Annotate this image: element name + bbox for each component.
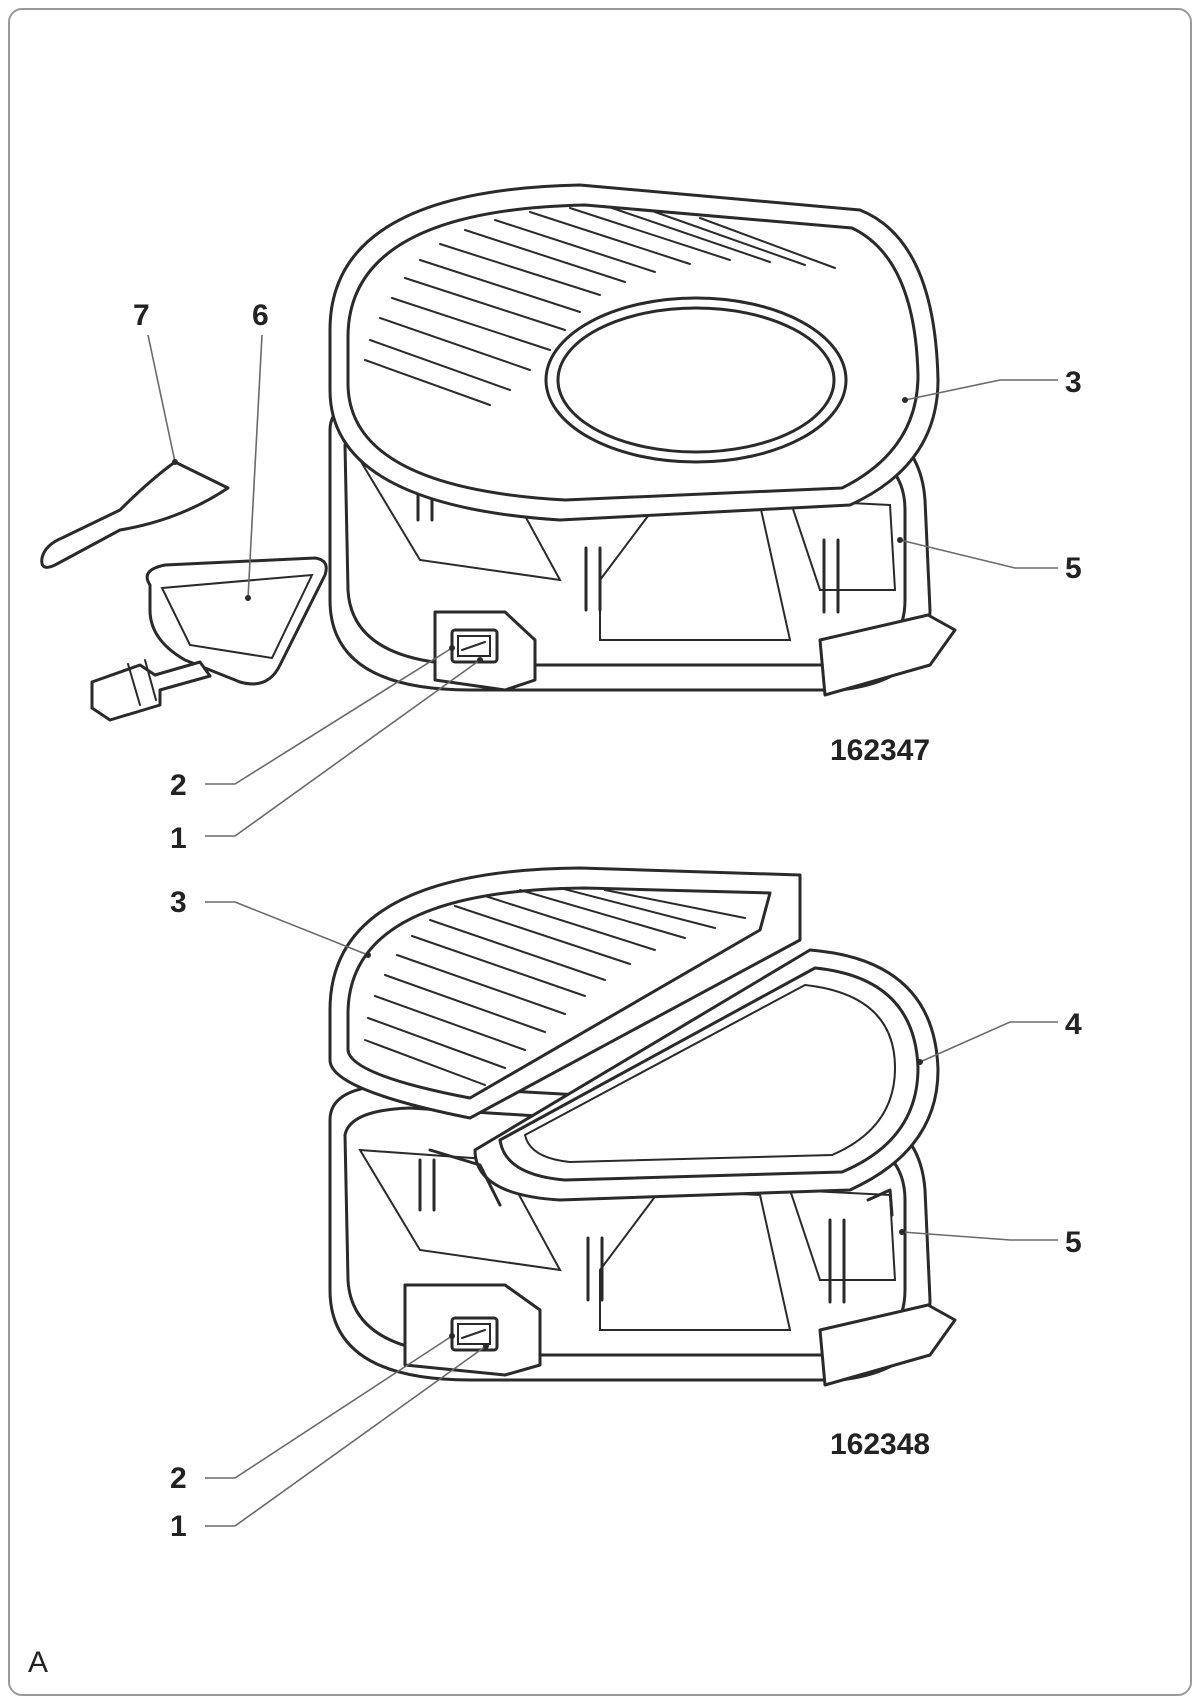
callout-3-top: 3 bbox=[1065, 366, 1082, 399]
callout-1-bottom: 1 bbox=[170, 1510, 187, 1543]
callout-2-bottom: 2 bbox=[170, 1462, 187, 1495]
leaders-bottom bbox=[205, 901, 1058, 1527]
spatula-icon bbox=[40, 460, 230, 569]
callout-3-bottom: 3 bbox=[170, 886, 187, 919]
figure-frame bbox=[8, 8, 1192, 1696]
raclette-pan-icon bbox=[90, 556, 328, 722]
grill-unit-top bbox=[328, 183, 957, 697]
callout-4: 4 bbox=[1065, 1008, 1082, 1041]
model-number-bottom: 162348 bbox=[830, 1428, 930, 1461]
callout-5-top: 5 bbox=[1065, 552, 1082, 585]
callout-2-top: 2 bbox=[170, 769, 187, 802]
callout-6: 6 bbox=[252, 299, 269, 332]
callout-1-top: 1 bbox=[170, 822, 187, 855]
figure-letter: A bbox=[28, 1646, 48, 1679]
callout-5-bottom: 5 bbox=[1065, 1226, 1082, 1259]
model-number-top: 162347 bbox=[830, 734, 930, 767]
callout-7: 7 bbox=[133, 299, 150, 332]
grill-unit-bottom bbox=[328, 866, 957, 1387]
leaders-top bbox=[147, 334, 1058, 837]
